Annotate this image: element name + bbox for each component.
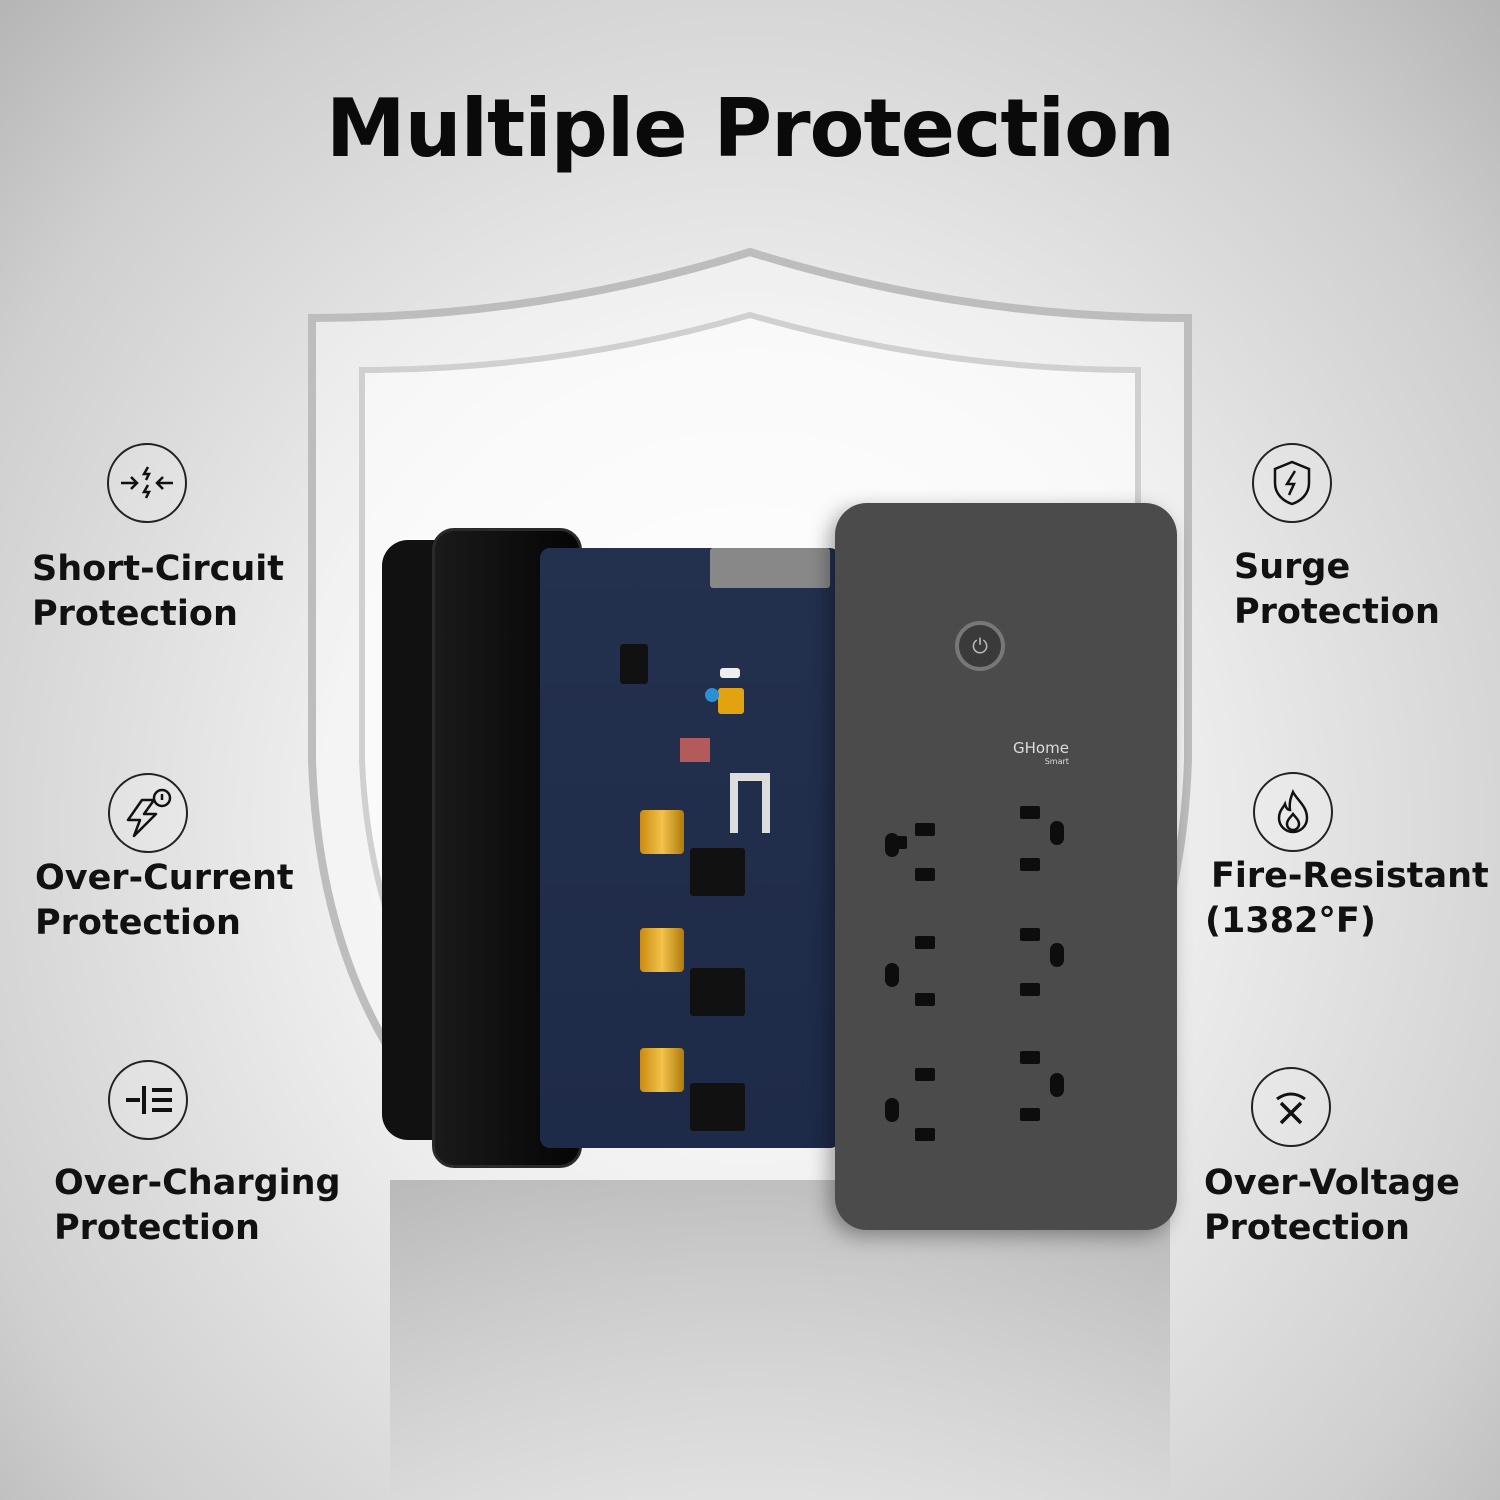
over-voltage-icon	[1251, 1067, 1331, 1147]
over-current-icon	[108, 773, 188, 853]
surge-shield-icon	[1252, 443, 1332, 523]
page-title: Multiple Protection	[326, 82, 1175, 175]
power-button[interactable]: ⏻	[955, 621, 1005, 671]
product-reflection	[390, 1180, 1170, 1500]
feature-fire-resistant: Fire-Resistant(1382°F)	[1205, 856, 1489, 941]
flame-icon	[1253, 772, 1333, 852]
circuit-board	[540, 548, 840, 1148]
power-icon: ⏻	[972, 634, 988, 658]
over-charging-icon	[108, 1060, 188, 1140]
short-circuit-icon	[107, 443, 187, 523]
